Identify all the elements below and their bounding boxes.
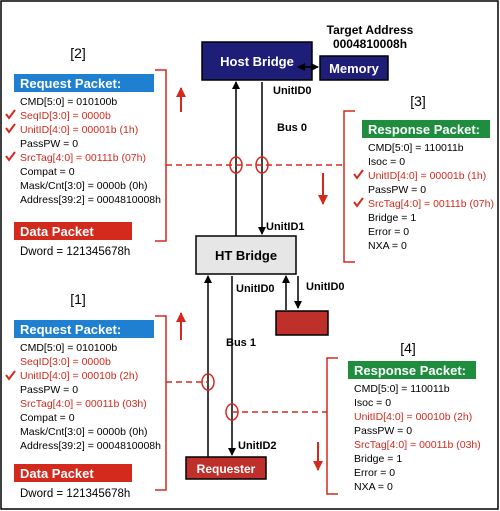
resp3-field: Isoc = 0 bbox=[368, 156, 405, 168]
req2-field: Address[39:2] = 0004810008h bbox=[20, 194, 161, 206]
step-label-1: [1] bbox=[70, 291, 86, 307]
resp4-field: NXA = 0 bbox=[354, 481, 393, 493]
check-icon bbox=[5, 370, 16, 381]
check-icon bbox=[5, 123, 16, 134]
ht-bridge-box bbox=[195, 235, 297, 275]
data1-header: Data Packet bbox=[20, 466, 94, 481]
resp4-field: Error = 0 bbox=[354, 467, 395, 479]
data2-header-bg bbox=[14, 222, 132, 240]
resp3-field: Error = 0 bbox=[368, 226, 409, 238]
resp3-field: PassPW = 0 bbox=[368, 184, 426, 196]
req2-fields: CMD[5:0] = 010100b SeqID[3:0] = 0000b Un… bbox=[20, 96, 161, 206]
memory-box bbox=[319, 55, 389, 81]
step-label-4: [4] bbox=[400, 340, 416, 356]
resp3-header: Response Packet: bbox=[368, 122, 480, 137]
target-address-value: 0004810008h bbox=[333, 37, 407, 51]
bus1-label: Bus 1 bbox=[226, 337, 256, 349]
resp4-fields: CMD[5:0] = 110011b Isoc = 0 UnitID[4:0] … bbox=[354, 383, 481, 493]
check-icon bbox=[5, 109, 16, 120]
host-bridge-label: Host Bridge bbox=[220, 54, 294, 69]
resp4-field: SrcTag[4:0] = 00011b (03h) bbox=[354, 439, 481, 451]
req2-field: Compat = 0 bbox=[20, 166, 75, 178]
resp3-bus-marker bbox=[255, 156, 269, 174]
req1-header-bg bbox=[14, 320, 154, 338]
check-icon bbox=[353, 197, 364, 208]
req2-field: CMD[5:0] = 010100b bbox=[20, 96, 117, 108]
resp4-bus-marker bbox=[225, 403, 239, 421]
req1-field: Address[39:2] = 0004810008h bbox=[20, 440, 161, 452]
resp4-header: Response Packet: bbox=[354, 363, 466, 378]
req1-field: SrcTag[4:0] = 00011b (03h) bbox=[20, 398, 147, 410]
requester-label: Requester bbox=[197, 462, 256, 476]
req2-header-bg bbox=[14, 74, 154, 92]
req2-field: Mask/Cnt[3:0] = 0000b (0h) bbox=[20, 180, 148, 192]
step-label-2: [2] bbox=[70, 45, 86, 61]
req2-field: UnitID[4:0] = 00001b (1h) bbox=[20, 124, 138, 136]
req2-header: Request Packet: bbox=[20, 76, 121, 91]
req2-field: PassPW = 0 bbox=[20, 138, 78, 150]
resp3-field: UnitID[4:0] = 00001b (1h) bbox=[368, 170, 486, 182]
check-icon bbox=[353, 169, 364, 180]
req2-bracket bbox=[155, 69, 167, 242]
resp4-field: UnitID[4:0] = 00010b (2h) bbox=[354, 411, 472, 423]
ht-bridge-label: HT Bridge bbox=[215, 248, 277, 263]
req1-fields: CMD[5:0] = 010100b SeqID[3:0] = 0000b Un… bbox=[20, 342, 161, 452]
resp4-header-bg bbox=[348, 361, 476, 379]
resp3-field: SrcTag[4:0] = 00111b (07h) bbox=[368, 198, 494, 210]
resp3-header-bg bbox=[362, 120, 490, 138]
check-icon bbox=[5, 151, 16, 162]
resp4-field: Bridge = 1 bbox=[354, 453, 402, 465]
req1-field: Mask/Cnt[3:0] = 0000b (0h) bbox=[20, 426, 148, 438]
resp4-bracket bbox=[326, 357, 338, 495]
req1-field: PassPW = 0 bbox=[20, 384, 78, 396]
req1-field: UnitID[4:0] = 00010b (2h) bbox=[20, 370, 138, 382]
resp4-field: PassPW = 0 bbox=[354, 425, 412, 437]
memory-label: Memory bbox=[329, 61, 380, 76]
req2-field: SeqID[3:0] = 0000b bbox=[20, 110, 111, 122]
ht-unitid-lower-label: UnitID0 bbox=[236, 283, 275, 295]
bus0-label: Bus 0 bbox=[277, 122, 307, 134]
resp4-field: CMD[5:0] = 110011b bbox=[354, 383, 450, 395]
step-label-3: [3] bbox=[410, 93, 426, 109]
ht-unitid-upper-label: UnitID1 bbox=[266, 221, 305, 233]
data2-value: Dword = 121345678h bbox=[20, 246, 130, 258]
host-bridge-box bbox=[201, 41, 313, 81]
req1-field: Compat = 0 bbox=[20, 412, 75, 424]
req1-header: Request Packet: bbox=[20, 322, 121, 337]
resp4-field: Isoc = 0 bbox=[354, 397, 391, 409]
host-unitid-label: UnitID0 bbox=[273, 85, 312, 97]
req2-bus-marker bbox=[229, 156, 243, 174]
req1-bus-marker bbox=[201, 373, 215, 391]
resp3-field: NXA = 0 bbox=[368, 240, 407, 252]
resp3-field: Bridge = 1 bbox=[368, 212, 416, 224]
side-unitid-label: UnitID0 bbox=[306, 281, 345, 293]
resp3-field: CMD[5:0] = 110011b bbox=[368, 142, 464, 154]
req2-field: SrcTag[4:0] = 00111b (07h) bbox=[20, 152, 146, 164]
req1-field: CMD[5:0] = 010100b bbox=[20, 342, 117, 354]
resp3-bracket bbox=[343, 110, 355, 263]
data2-header: Data Packet bbox=[20, 224, 94, 239]
data1-header-bg bbox=[14, 464, 132, 482]
resp3-fields: CMD[5:0] = 110011b Isoc = 0 UnitID[4:0] … bbox=[368, 142, 494, 252]
target-address-title: Target Address bbox=[327, 23, 414, 37]
side-device-box bbox=[275, 310, 329, 336]
requester-unitid-label: UnitID2 bbox=[238, 440, 277, 452]
requester-box bbox=[185, 456, 267, 480]
data1-value: Dword = 121345678h bbox=[20, 488, 130, 500]
req1-bracket bbox=[155, 315, 167, 491]
req1-field: SeqID[3:0] = 0000b bbox=[20, 356, 111, 368]
